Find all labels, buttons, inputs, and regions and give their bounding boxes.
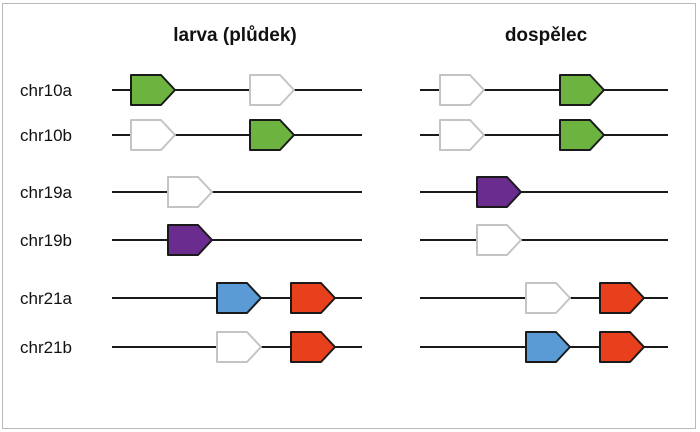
- chromosome-row-chr21a: chr21a: [20, 282, 668, 314]
- gene-arrow-blue: [525, 331, 571, 363]
- gene-arrow-green: [559, 74, 605, 106]
- chromosome-row-chr19a: chr19a: [20, 176, 668, 208]
- gene-arrow-white: [216, 331, 262, 363]
- gene-arrow-red: [290, 282, 336, 314]
- gene-arrow-green: [559, 119, 605, 151]
- row-label: chr21b: [20, 338, 72, 357]
- chromosome-row-chr21b: chr21b: [20, 331, 668, 363]
- chromosome-rows: chr10a chr10b chr19a chr19b chr21a chr21b: [20, 74, 668, 363]
- gene-arrow-white: [167, 176, 213, 208]
- gene-arrow-white: [525, 282, 571, 314]
- gene-arrow-red: [599, 282, 645, 314]
- gene-arrow-green: [130, 74, 176, 106]
- gene-arrow-white: [439, 119, 485, 151]
- column-title-adult: dospělec: [505, 25, 588, 46]
- gene-arrow-purple: [476, 176, 522, 208]
- gene-arrow-purple: [167, 224, 213, 256]
- gene-arrow-green: [249, 119, 295, 151]
- row-label: chr10b: [20, 126, 72, 145]
- gene-arrow-white: [439, 74, 485, 106]
- column-title-larva: larva (plůdek): [173, 25, 297, 46]
- gene-arrow-red: [290, 331, 336, 363]
- gene-arrow-blue: [216, 282, 262, 314]
- chromosome-row-chr10a: chr10a: [20, 74, 668, 106]
- chromosome-row-chr10b: chr10b: [20, 119, 668, 151]
- gene-arrow-red: [599, 331, 645, 363]
- gene-arrow-white: [249, 74, 295, 106]
- row-label: chr19a: [20, 183, 73, 202]
- gene-arrow-white: [476, 224, 522, 256]
- row-label: chr19b: [20, 231, 72, 250]
- gene-arrow-white: [130, 119, 176, 151]
- row-label: chr21a: [20, 289, 73, 308]
- chromosome-row-chr19b: chr19b: [20, 224, 668, 256]
- row-label: chr10a: [20, 81, 73, 100]
